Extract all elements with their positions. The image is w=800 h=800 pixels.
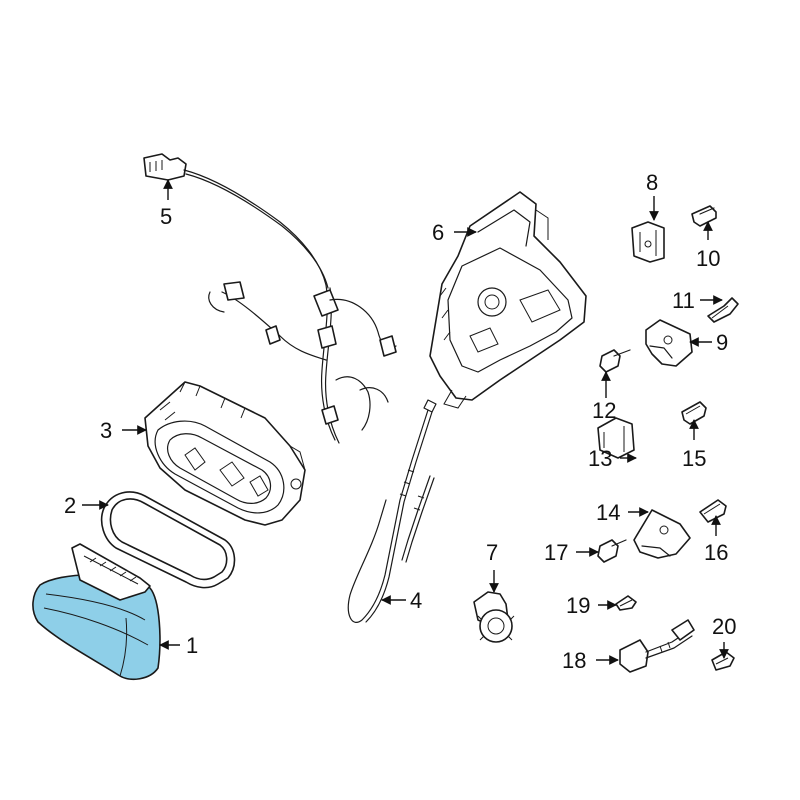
part-7-bracket[interactable] <box>473 591 515 643</box>
callout-14: 14 <box>596 500 620 525</box>
part-1-outer-handle[interactable] <box>32 543 161 681</box>
part-12-bolt[interactable] <box>599 349 631 373</box>
part-6-latch[interactable] <box>429 191 587 409</box>
callout-2: 2 <box>64 493 76 518</box>
callout-15: 15 <box>682 446 706 471</box>
callout-13: 13 <box>588 446 612 471</box>
callout-19: 19 <box>566 593 590 618</box>
part-15-screw[interactable] <box>681 401 707 425</box>
callout-9: 9 <box>716 330 728 355</box>
callout-8: 8 <box>646 170 658 195</box>
part-17-bolt[interactable] <box>597 539 627 563</box>
part-4-rod-cable[interactable] <box>347 399 437 623</box>
callout-3: 3 <box>100 418 112 443</box>
part-20-screw[interactable] <box>711 651 735 671</box>
part-9-bracket[interactable] <box>645 319 693 367</box>
callout-20: 20 <box>712 614 736 639</box>
part-11-bolt[interactable] <box>707 297 739 323</box>
callout-18: 18 <box>562 648 586 673</box>
callout-10: 10 <box>696 246 720 271</box>
callout-12: 12 <box>592 398 616 423</box>
part-5-wire-harness[interactable] <box>143 153 397 444</box>
callout-5: 5 <box>160 204 172 229</box>
callout-4: 4 <box>410 588 422 613</box>
callout-7: 7 <box>486 540 498 565</box>
callout-leaders <box>82 179 729 665</box>
callout-1: 1 <box>186 633 198 658</box>
part-2-gasket[interactable] <box>100 491 236 589</box>
callout-labels: 1 2 3 4 5 6 7 8 9 10 11 12 13 14 15 16 1… <box>64 170 736 673</box>
callout-16: 16 <box>704 540 728 565</box>
part-16-screw[interactable] <box>699 499 727 523</box>
part-3-handle-frame[interactable] <box>144 381 306 526</box>
part-14-bracket[interactable] <box>633 509 691 559</box>
part-13-bracket[interactable] <box>597 417 635 459</box>
part-19-screw[interactable] <box>615 595 637 611</box>
callout-17: 17 <box>544 540 568 565</box>
part-18-link-rod[interactable] <box>619 619 695 673</box>
callout-11: 11 <box>672 288 695 313</box>
callout-6: 6 <box>432 220 444 245</box>
part-10-bolt[interactable] <box>691 205 717 227</box>
part-8-clip[interactable] <box>631 221 665 263</box>
